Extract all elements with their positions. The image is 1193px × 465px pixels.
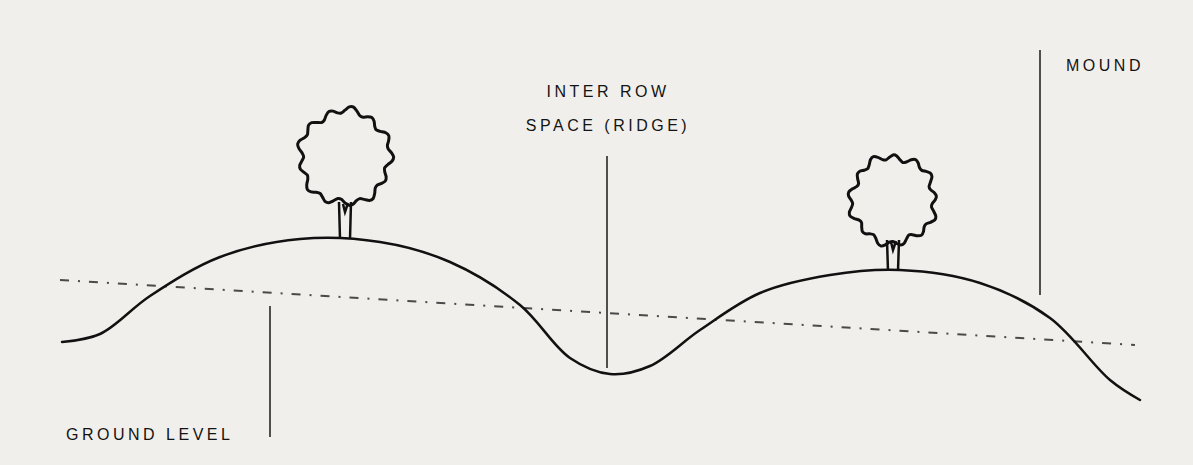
tree-icon	[848, 155, 936, 271]
tree-trunk	[887, 240, 899, 271]
leader-line	[1039, 50, 1041, 295]
ground-level-line	[60, 280, 1135, 345]
tree-icon	[298, 107, 394, 239]
callout-label: GROUND LEVEL	[66, 425, 233, 445]
ground-curve	[62, 238, 1140, 400]
callout-label: MOUND	[1066, 56, 1144, 76]
tree-crown	[848, 155, 936, 246]
ground-profile	[62, 238, 1140, 400]
callout-label: INTER ROW SPACE (RIDGE)	[517, 75, 699, 143]
tree-crown	[298, 107, 394, 206]
leader-line	[606, 156, 608, 368]
tree-trunk	[339, 202, 351, 239]
leader-line	[269, 306, 271, 437]
